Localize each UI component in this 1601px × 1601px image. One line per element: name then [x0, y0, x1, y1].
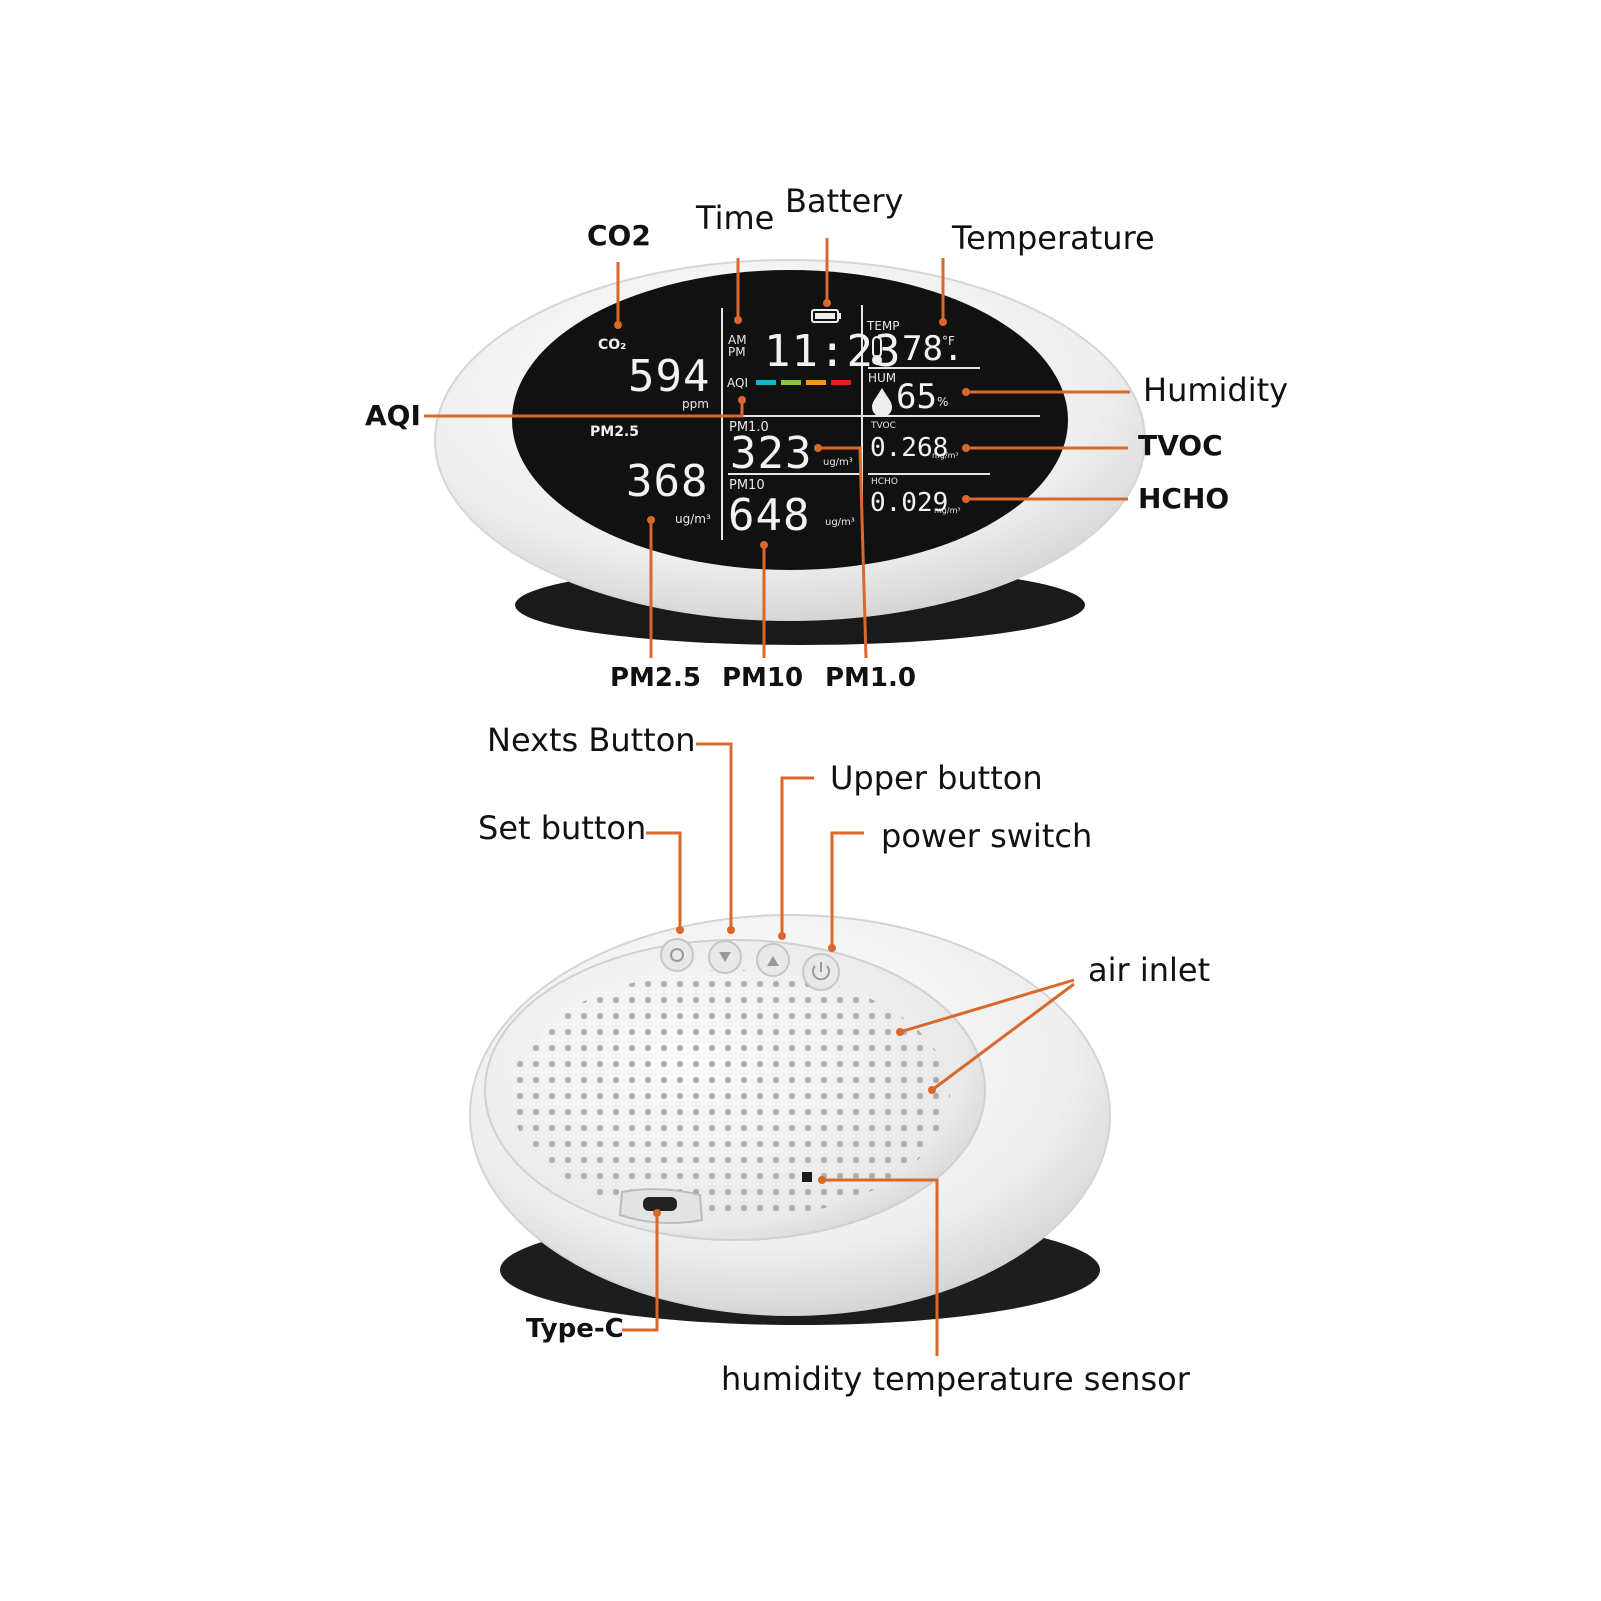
leader-endpoint-dot — [818, 1176, 826, 1184]
lcd-temp-label: TEMP — [867, 319, 900, 333]
humidity-temperature-sensor-hole — [802, 1172, 812, 1182]
leader-endpoint-dot — [778, 932, 786, 940]
callout-hcho: HCHO — [1138, 482, 1230, 515]
lcd-pm1-label: PM1.0 — [729, 420, 769, 435]
leader-endpoint-dot — [676, 926, 684, 934]
lcd-pm1-unit: ug/m³ — [823, 457, 853, 468]
lcd-aqi-label: AQI — [727, 376, 748, 390]
leader-endpoints — [614, 299, 970, 1217]
aqi-color-bar — [756, 380, 851, 385]
lcd-pm25-label: PM2.5 — [590, 424, 639, 440]
leader-lines — [424, 238, 1130, 1356]
aqi-segment — [781, 380, 801, 385]
leader-line-power-switch — [830, 831, 864, 948]
nexts-button[interactable] — [708, 940, 742, 974]
leader-line-nexts-button — [696, 742, 733, 930]
callout-air-inlet: air inlet — [1088, 951, 1211, 989]
callout-battery: Battery — [785, 182, 904, 220]
callout-temperature: Temperature — [952, 219, 1155, 257]
leader-endpoint-dot — [653, 1209, 661, 1217]
lcd-co2-unit: ppm — [682, 397, 709, 411]
lcd-hcho-value: 0.029 — [870, 488, 949, 518]
power-switch-button[interactable] — [802, 953, 840, 991]
lcd-pm25-unit: ug/m³ — [675, 512, 711, 526]
set-button[interactable] — [660, 938, 694, 972]
lcd-tvoc-label: TVOC — [871, 421, 896, 431]
back-device — [469, 914, 1111, 1325]
leader-line-air-inlet-2 — [931, 982, 1075, 1092]
leader-endpoint-dot — [814, 444, 822, 452]
leader-line-pm10-1 — [818, 446, 868, 659]
callout-upper-button: Upper button — [830, 759, 1043, 797]
leader-endpoint-dot — [896, 1028, 904, 1036]
lcd-hum-unit: % — [937, 395, 949, 409]
lcd-hcho-label: HCHO — [871, 477, 898, 487]
leader-endpoint-dot — [962, 444, 970, 452]
callout-pm25: PM2.5 — [610, 663, 701, 693]
callout-tvoc: TVOC — [1138, 429, 1223, 462]
lcd-pm10-label: PM10 — [729, 478, 765, 493]
callout-humidity: Humidity — [1143, 371, 1289, 409]
leader-endpoint-dot — [962, 495, 970, 503]
lcd-co2-value: 594 — [628, 351, 711, 402]
lcd-pm25-value: 368 — [626, 456, 709, 507]
leader-line-upper-button — [780, 776, 814, 936]
callout-aqi: AQI — [365, 399, 421, 432]
lcd-pm1-value: 323 — [730, 428, 813, 479]
leader-line-air-inlet-1 — [899, 978, 1075, 1034]
lcd-temp-value: 78. — [902, 329, 964, 369]
leader-line-set-button — [646, 831, 682, 930]
leader-line-sensor — [822, 1178, 939, 1356]
aqi-segment — [756, 380, 776, 385]
leader-endpoint-dot — [828, 944, 836, 952]
type-c-port — [618, 1188, 704, 1225]
thermometer-icon — [872, 336, 882, 365]
leader-line-aqi — [424, 400, 744, 418]
callout-time: Time — [696, 199, 775, 237]
lcd-temp-unit: °F — [942, 334, 955, 348]
leader-endpoint-dot — [760, 541, 768, 549]
lcd-hcho-unit: mg/m³ — [934, 506, 961, 515]
lcd-time-value: 11:23 — [764, 326, 902, 377]
callout-power-switch: power switch — [881, 817, 1093, 855]
leader-endpoint-dot — [928, 1086, 936, 1094]
callout-co2: CO2 — [587, 219, 651, 252]
callout-nexts-button: Nexts Button — [487, 721, 696, 759]
leader-endpoint-dot — [734, 316, 742, 324]
callout-type-c: Type-C — [526, 1314, 624, 1344]
air-inlet-grille — [510, 970, 950, 1220]
battery-icon — [811, 309, 841, 323]
leader-endpoint-dot — [647, 516, 655, 524]
upper-button[interactable] — [756, 943, 790, 977]
lcd-co2-label: CO₂ — [598, 337, 627, 353]
front-device — [434, 259, 1146, 645]
callout-set-button: Set button — [478, 809, 647, 847]
leader-endpoint-dot — [738, 396, 746, 404]
leader-endpoint-dot — [614, 321, 622, 329]
lcd-ampm-indicator: AM PM — [728, 333, 747, 359]
lcd-hum-label: HUM — [868, 371, 897, 385]
lcd-pm10-unit: ug/m³ — [825, 517, 855, 528]
aqi-segment — [831, 380, 851, 385]
droplet-icon — [872, 388, 892, 417]
lcd-pm10-value: 648 — [728, 490, 811, 541]
leader-endpoint-dot — [939, 318, 947, 326]
callout-humidity-temperature-sensor: humidity temperature sensor — [721, 1360, 1190, 1398]
lcd-tvoc-value: 0.268 — [870, 433, 949, 463]
leader-line-type-c — [622, 1213, 659, 1332]
leader-endpoint-dot — [727, 926, 735, 934]
aqi-segment — [806, 380, 826, 385]
leader-endpoint-dot — [962, 388, 970, 396]
lcd-hum-value: 65 — [896, 377, 937, 417]
callout-pm10-1: PM1.0 — [825, 663, 916, 693]
callout-pm10: PM10 — [722, 663, 804, 693]
lcd-tvoc-unit: mg/m³ — [932, 451, 959, 460]
front-device-screen — [512, 270, 1068, 570]
leader-endpoint-dot — [823, 299, 831, 307]
